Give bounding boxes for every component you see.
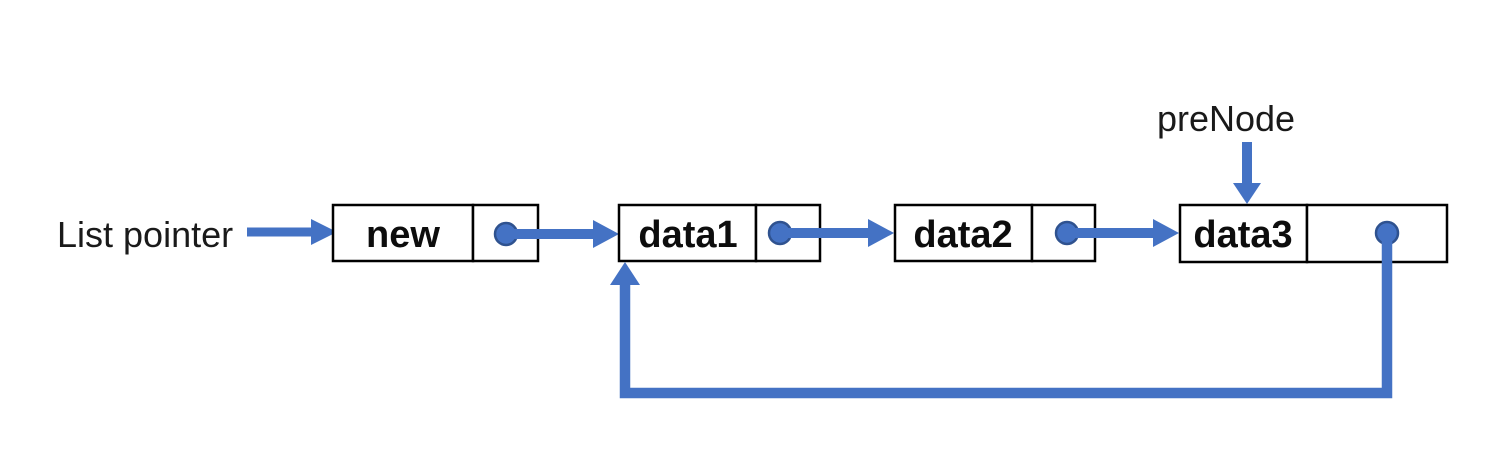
- node-new: new: [331, 203, 540, 263]
- node-data2: data2: [893, 203, 1097, 263]
- node-data1-data-cell: [617, 203, 758, 263]
- prenode-label: preNode: [1157, 98, 1295, 139]
- node-new-label: new: [366, 214, 440, 256]
- arrow-new-to-data1-head: [593, 220, 619, 248]
- arrow-data1-to-data2-icon: [782, 219, 894, 247]
- arrow-new-to-data1-icon: [508, 220, 619, 248]
- node-data2-data-cell: [893, 203, 1034, 263]
- arrow-data2-to-data3-icon: [1069, 219, 1179, 247]
- arrow-data2-to-data3-head: [1153, 219, 1179, 247]
- node-data1: data1: [617, 203, 822, 263]
- node-data3: data3: [1178, 203, 1449, 264]
- list-pointer-arrow-icon: [247, 219, 337, 245]
- list-pointer-label: List pointer: [57, 214, 233, 255]
- loopback-arrow-path: [619, 240, 1393, 399]
- node-data3-label: data3: [1193, 214, 1292, 256]
- loopback-arrow-icon: [610, 240, 1393, 399]
- loopback-arrow-head: [610, 262, 640, 285]
- list-pointer-arrow-head: [311, 219, 337, 245]
- prenode-arrow-icon: [1233, 142, 1261, 204]
- node-data2-label: data2: [913, 214, 1012, 256]
- prenode-arrow-head: [1233, 183, 1261, 204]
- arrow-data1-to-data2-head: [868, 219, 894, 247]
- node-data1-label: data1: [638, 214, 737, 256]
